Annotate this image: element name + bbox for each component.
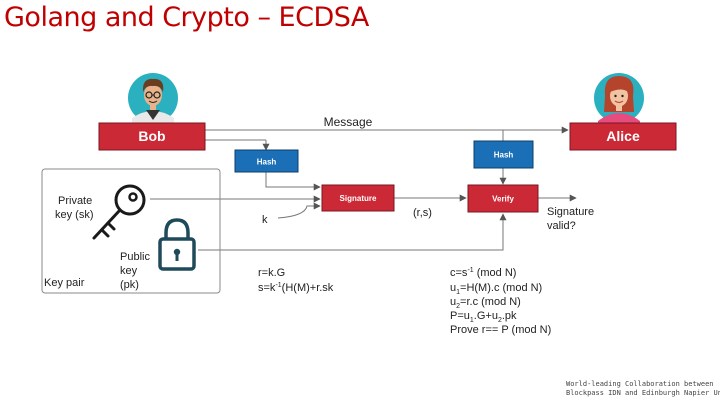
key-pair-label: Key pair — [44, 277, 85, 289]
signature-valid-label-1: Signature — [547, 206, 594, 218]
page-title: Golang and Crypto – ECDSA — [4, 2, 369, 33]
verify-equation-prove: Prove r== P (mod N) — [450, 324, 551, 336]
k-label: k — [262, 214, 268, 226]
footer-line-1: World-leading Collaboration between — [566, 380, 714, 388]
padlock-icon — [158, 218, 196, 271]
alice-avatar-icon — [594, 73, 644, 123]
bob-avatar-icon — [128, 73, 178, 123]
hash-to-signature-arrow — [265, 172, 321, 191]
bob-label: Bob — [138, 128, 165, 144]
k-arrow — [277, 202, 321, 219]
signature-label: Signature — [340, 194, 377, 203]
connectors — [150, 126, 577, 251]
verify-label: Verify — [492, 195, 514, 204]
hash-verify-box: Hash — [473, 140, 534, 169]
signature-valid-label-2: valid? — [547, 220, 576, 232]
footer-line-2: Blockpass IDN and Edinburgh Napier Unive… — [566, 389, 720, 397]
alice-box: Alice — [569, 122, 677, 151]
signature-box: Signature — [321, 184, 395, 212]
verify-box: Verify — [467, 184, 539, 213]
public-key-label-3: (pk) — [120, 279, 139, 291]
rs-label: (r,s) — [413, 207, 432, 219]
verify-equation-u2: u2=r.c (mod N) — [450, 296, 521, 310]
verify-equation-c: c=s-1 (mod N) — [450, 267, 516, 279]
hash-sign-box: Hash — [234, 149, 299, 173]
verify-equation-p: P=u1.G+u2.pk — [450, 310, 517, 324]
private-key-label-2: key (sk) — [55, 209, 94, 221]
public-key-label-2: key — [120, 265, 138, 277]
message-label: Message — [324, 115, 373, 129]
alice-label: Alice — [606, 128, 640, 144]
verify-equation-u1: u1=H(M).c (mod N) — [450, 282, 542, 296]
hash-verify-label: Hash — [494, 151, 514, 160]
bob-box: Bob — [98, 122, 206, 151]
sign-equation-r: r=k.G — [258, 267, 285, 279]
hash-sign-label: Hash — [257, 158, 277, 167]
public-key-arrow — [198, 213, 507, 251]
footer-credit: World-leading Collaboration between Bloc… — [566, 380, 720, 398]
private-key-label-1: Private — [58, 195, 92, 207]
key-icon — [92, 184, 146, 240]
sign-equation-s: s=k-1(H(M)+r.sk — [258, 282, 334, 294]
public-key-label-1: Public — [120, 251, 150, 263]
key-pair-box — [41, 168, 221, 294]
